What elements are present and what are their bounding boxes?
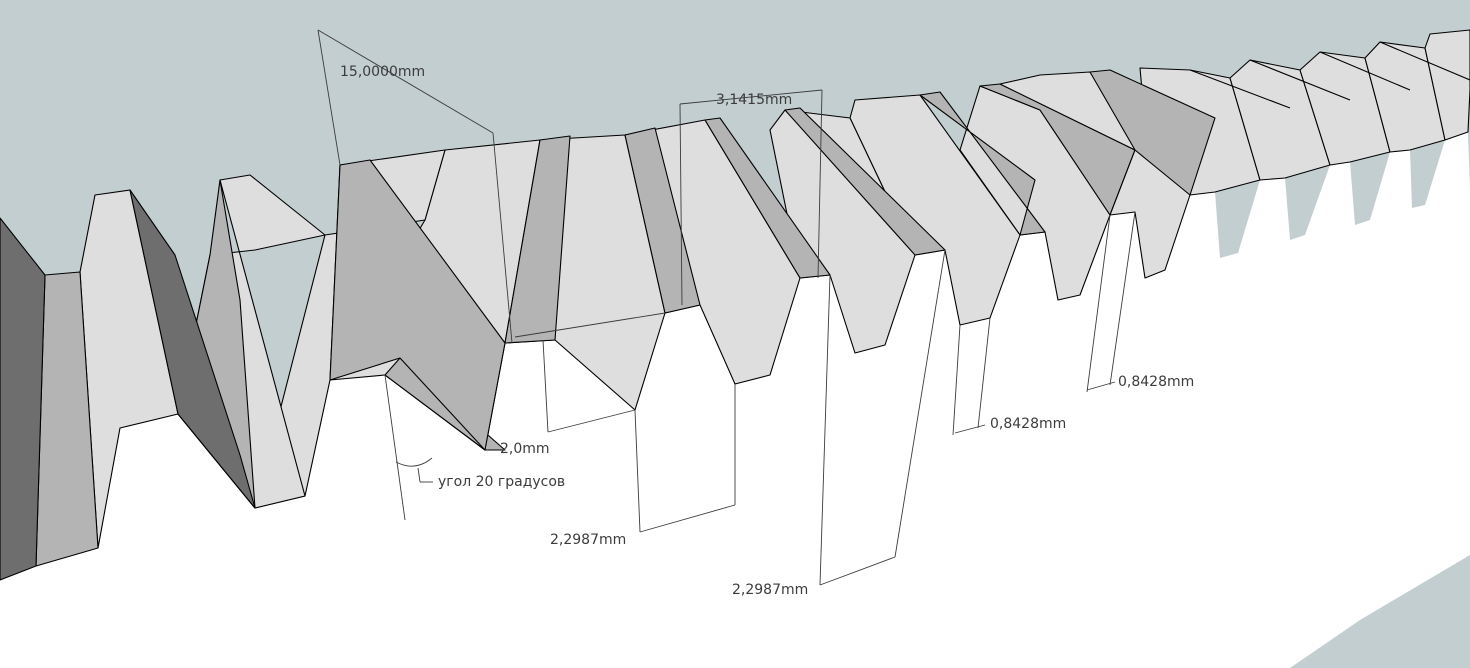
tooth-near-3-top bbox=[329, 159, 506, 451]
far-ridge-3 bbox=[1319, 51, 1411, 91]
dim-thickness-b-ext-b bbox=[894, 249, 946, 558]
dim-thickness-b-label: 2,2987mm bbox=[732, 582, 808, 598]
tooth-mid-3-top bbox=[919, 91, 1046, 236]
far-ridge-1 bbox=[1189, 69, 1291, 109]
dim-height-label: 2,0mm bbox=[500, 441, 550, 457]
dim-angle-label: угол 20 градусов bbox=[438, 474, 565, 490]
dim-root-a-label: 0,8428mm bbox=[990, 416, 1066, 432]
dim-width-ext-a bbox=[317, 29, 341, 166]
dim-pitch-ext-a bbox=[679, 103, 683, 306]
dim-pitch-ext-b bbox=[817, 89, 823, 279]
rack-side-face bbox=[0, 217, 46, 581]
dim-root-a-ext-a bbox=[952, 324, 961, 436]
dim-root-b-ext-a bbox=[1086, 214, 1111, 393]
dim-thickness-a-label: 2,2987mm bbox=[550, 532, 626, 548]
dim-angle-arc bbox=[395, 457, 433, 467]
dim-width-line bbox=[317, 29, 494, 134]
dim-thickness-a-ext-a bbox=[634, 409, 641, 533]
dim-pitch-line bbox=[679, 89, 823, 105]
dim-height-ext-b bbox=[547, 409, 636, 433]
tooth-near-5-dark bbox=[129, 189, 256, 509]
tooth-far-5 bbox=[1424, 29, 1470, 141]
tooth-near-2-top bbox=[504, 135, 571, 344]
near-teeth bbox=[0, 127, 701, 581]
dim-pitch-label: 3,1415mm bbox=[716, 92, 792, 108]
dim-height-line bbox=[542, 339, 549, 433]
dim-root-a-ext-b bbox=[977, 317, 991, 429]
tooth-mid-2-top bbox=[1089, 69, 1216, 196]
dim-width-label: 15,0000mm bbox=[340, 64, 425, 80]
dim-thickness-b-line bbox=[819, 556, 896, 586]
dim-angle-leader bbox=[417, 467, 421, 483]
dim-root-a-line bbox=[954, 424, 986, 434]
dim-thickness-b-ext-a bbox=[819, 274, 831, 586]
dimension-annotations: 15,0000mm 3,1415mm 2,0mm угол 20 градусо… bbox=[317, 29, 1194, 598]
far-ridge-4 bbox=[1379, 41, 1470, 81]
dim-height-ext bbox=[514, 312, 666, 338]
ground-plane bbox=[1290, 555, 1470, 668]
dim-thickness-a-line bbox=[639, 504, 736, 533]
dim-root-b-ext-b bbox=[1109, 211, 1136, 386]
dim-width-ext-b bbox=[492, 132, 513, 344]
dim-root-b-label: 0,8428mm bbox=[1118, 374, 1194, 390]
dim-angle-line bbox=[384, 374, 406, 521]
far-ridge-2 bbox=[1249, 59, 1351, 101]
